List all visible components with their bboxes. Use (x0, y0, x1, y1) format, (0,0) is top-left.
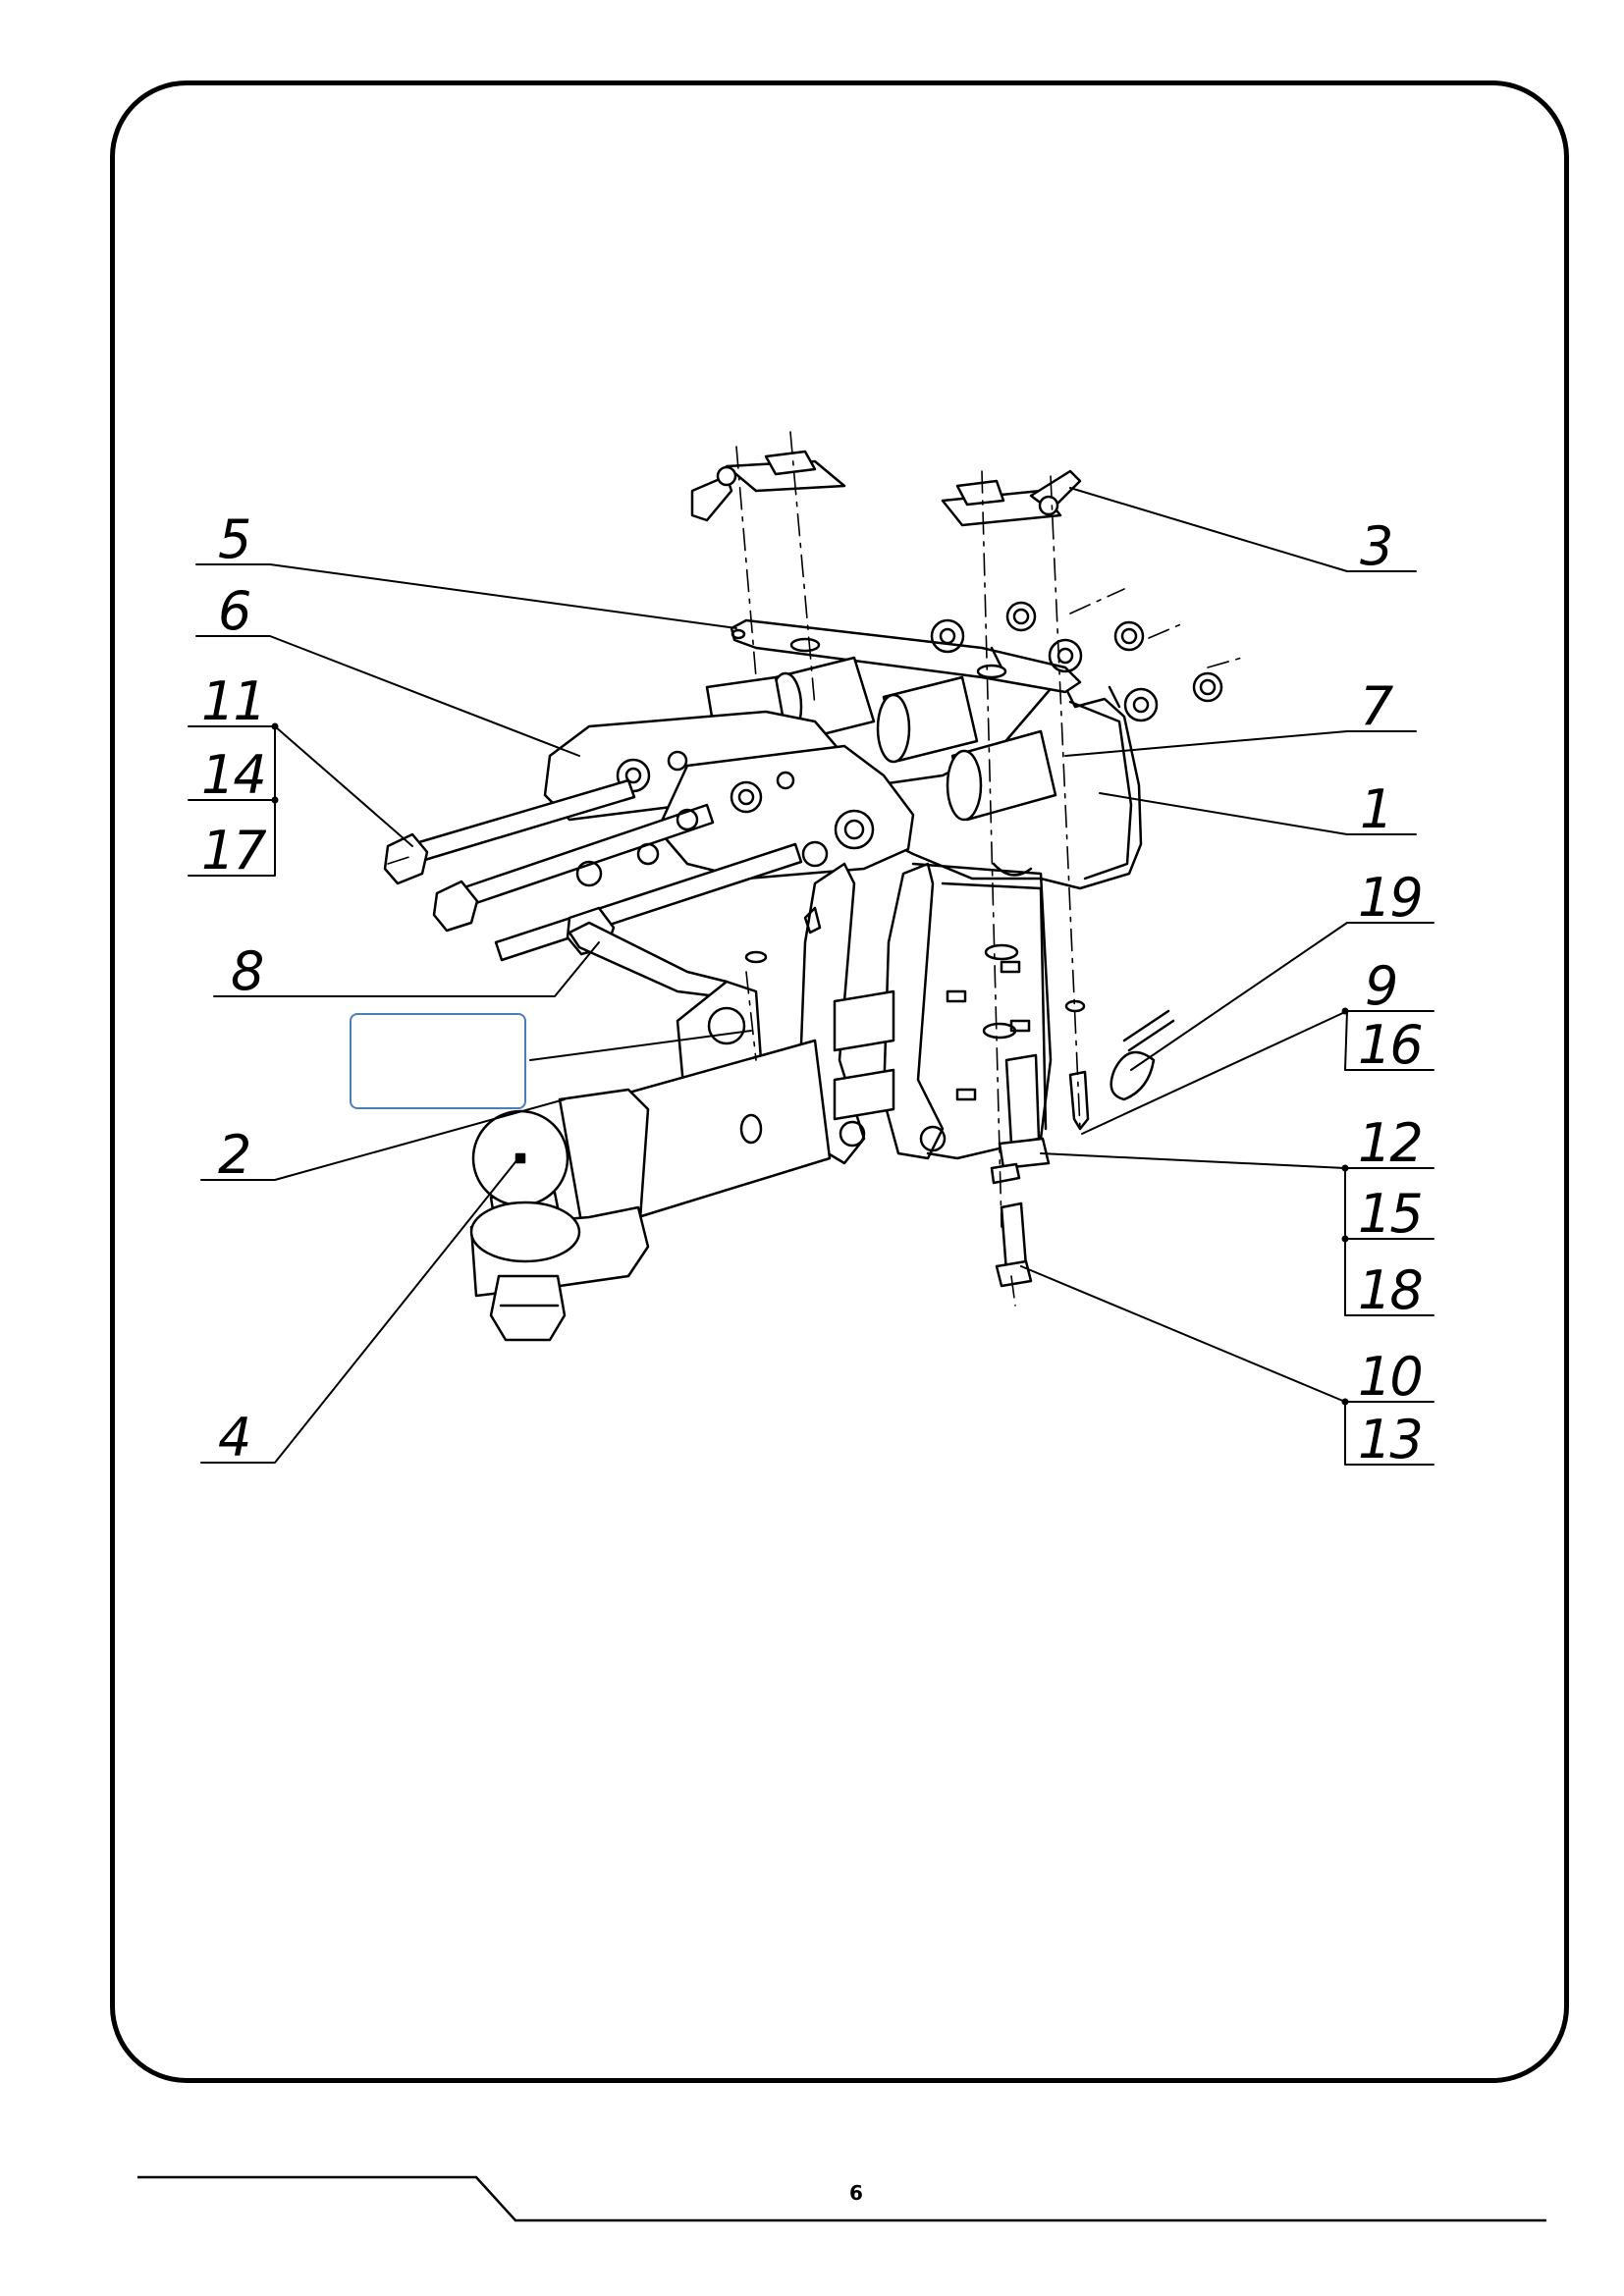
callout-16: 16 (1358, 1014, 1422, 1076)
callout-19: 19 (1358, 867, 1422, 929)
callout-labels: 5 6 11 14 17 8 2 4 3 7 1 19 9 16 12 15 1… (201, 508, 1424, 1470)
leader-dots (271, 722, 1349, 1406)
callout-13: 13 (1358, 1409, 1422, 1470)
cross-bars (833, 989, 895, 1121)
lower-brace (568, 921, 729, 998)
side-plate-right (656, 744, 915, 881)
page-number: 6 (849, 2181, 863, 2205)
callout-8: 8 (231, 940, 263, 1002)
callout-2: 2 (218, 1124, 249, 1186)
callout-4: 4 (218, 1407, 249, 1468)
drawing-frame (110, 80, 1569, 2083)
tow-ball (469, 1109, 650, 1342)
callout-10: 10 (1358, 1346, 1422, 1408)
nuts-and-washers (930, 601, 1223, 722)
callout-5: 5 (218, 508, 249, 570)
callout-17: 17 (201, 820, 266, 881)
callout-1: 1 (1360, 778, 1391, 840)
callout-6: 6 (218, 580, 249, 642)
callout-3: 3 (1360, 515, 1391, 577)
callout-12: 12 (1358, 1112, 1422, 1174)
top-clamps (690, 450, 1082, 527)
center-lines (387, 431, 1243, 1307)
callout-15: 15 (1358, 1183, 1422, 1245)
callout-7: 7 (1360, 675, 1393, 737)
callout-18: 18 (1358, 1259, 1422, 1321)
callout-11: 11 (201, 670, 265, 732)
top-plate (730, 618, 1082, 694)
callout-14: 14 (201, 744, 265, 806)
redacted-callout-box (350, 1013, 526, 1109)
callout-9: 9 (1365, 955, 1396, 1017)
